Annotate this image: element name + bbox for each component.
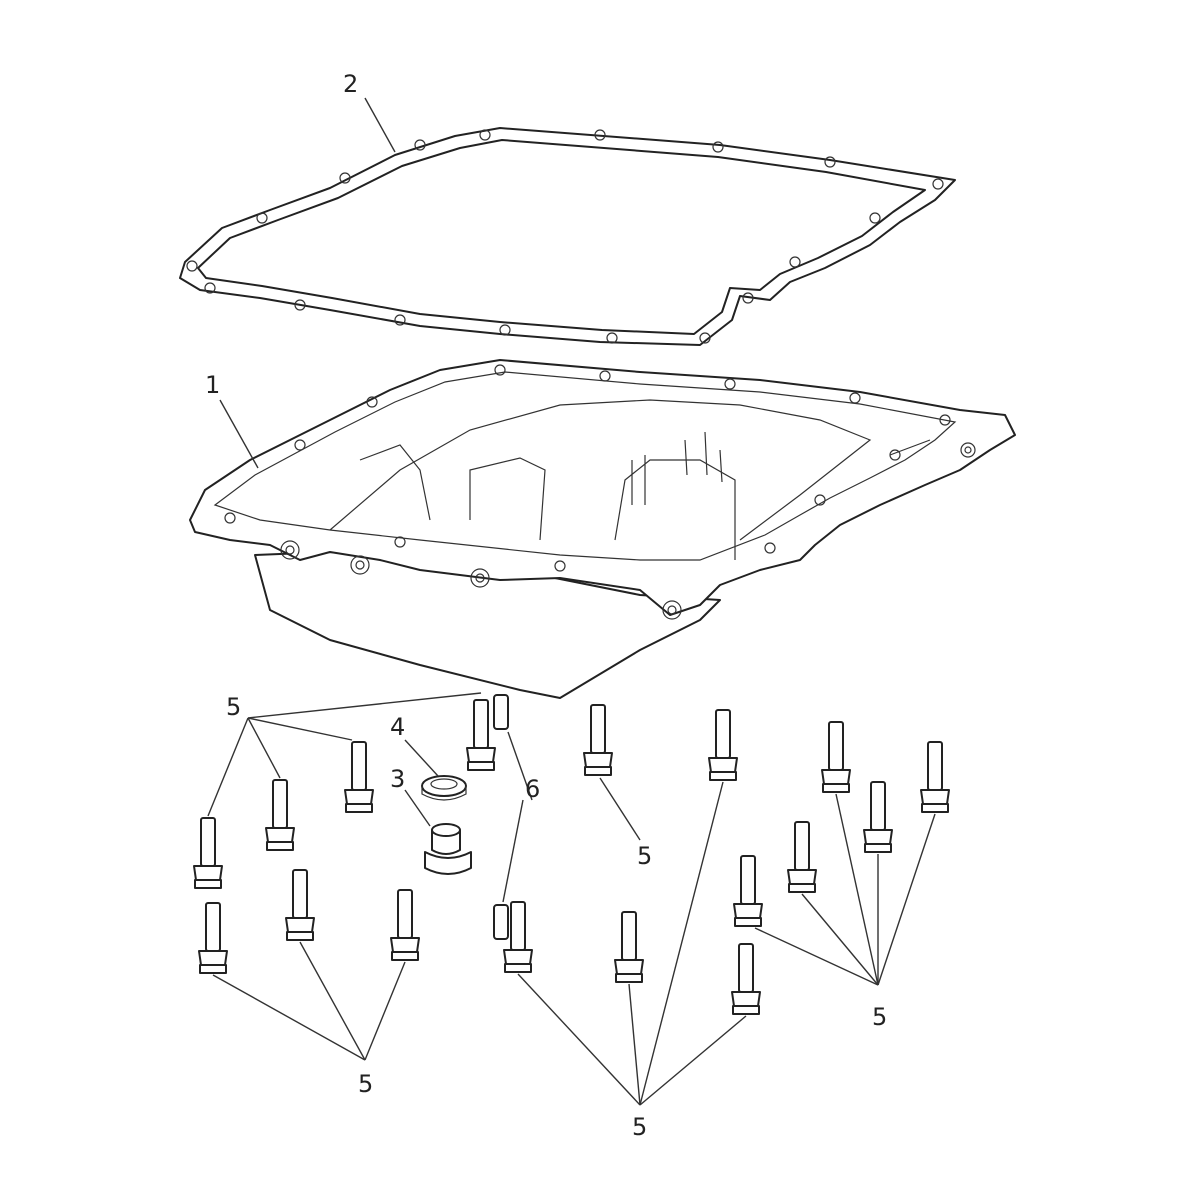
callout-5-bottom-center: 5	[632, 1113, 647, 1141]
callout-5-right: 5	[872, 1003, 887, 1031]
flange-bolt	[344, 741, 374, 813]
flange-bolt	[193, 817, 223, 889]
flange-bolts[interactable]	[193, 699, 950, 1015]
dowel[interactable]	[493, 694, 509, 940]
flange-bolt	[285, 869, 315, 941]
flange-bolt	[503, 901, 533, 973]
callout-labels: 2 1 5 4 3 6 5 5 5 5	[205, 70, 887, 1141]
flange-bolt	[920, 741, 950, 813]
callout-5-mid: 5	[637, 842, 652, 870]
flange-bolt	[198, 902, 228, 974]
callout-1: 1	[205, 371, 220, 399]
flange-bolt	[390, 889, 420, 961]
callout-5-top-left: 5	[226, 693, 241, 721]
flange-bolt	[863, 781, 893, 853]
flange-bolt	[731, 943, 761, 1015]
flange-bolt	[466, 699, 496, 771]
leader-lines	[207, 97, 936, 1106]
drain-plug[interactable]	[424, 823, 472, 875]
flange-bolt	[787, 821, 817, 893]
sump-pan[interactable]	[189, 359, 1016, 699]
flange-bolt	[583, 704, 613, 776]
flange-bolt	[821, 721, 851, 793]
callout-3: 3	[390, 765, 405, 793]
flange-bolt	[733, 855, 763, 927]
flange-bolt	[265, 779, 295, 851]
callout-2: 2	[343, 70, 358, 98]
flange-bolt	[614, 911, 644, 983]
drain-plug-washer[interactable]	[421, 775, 467, 801]
sump-gasket[interactable]	[179, 127, 956, 346]
callout-5-bottom-left: 5	[358, 1070, 373, 1098]
callout-4: 4	[390, 713, 405, 741]
callout-6: 6	[525, 775, 540, 803]
flange-bolt	[708, 709, 738, 781]
